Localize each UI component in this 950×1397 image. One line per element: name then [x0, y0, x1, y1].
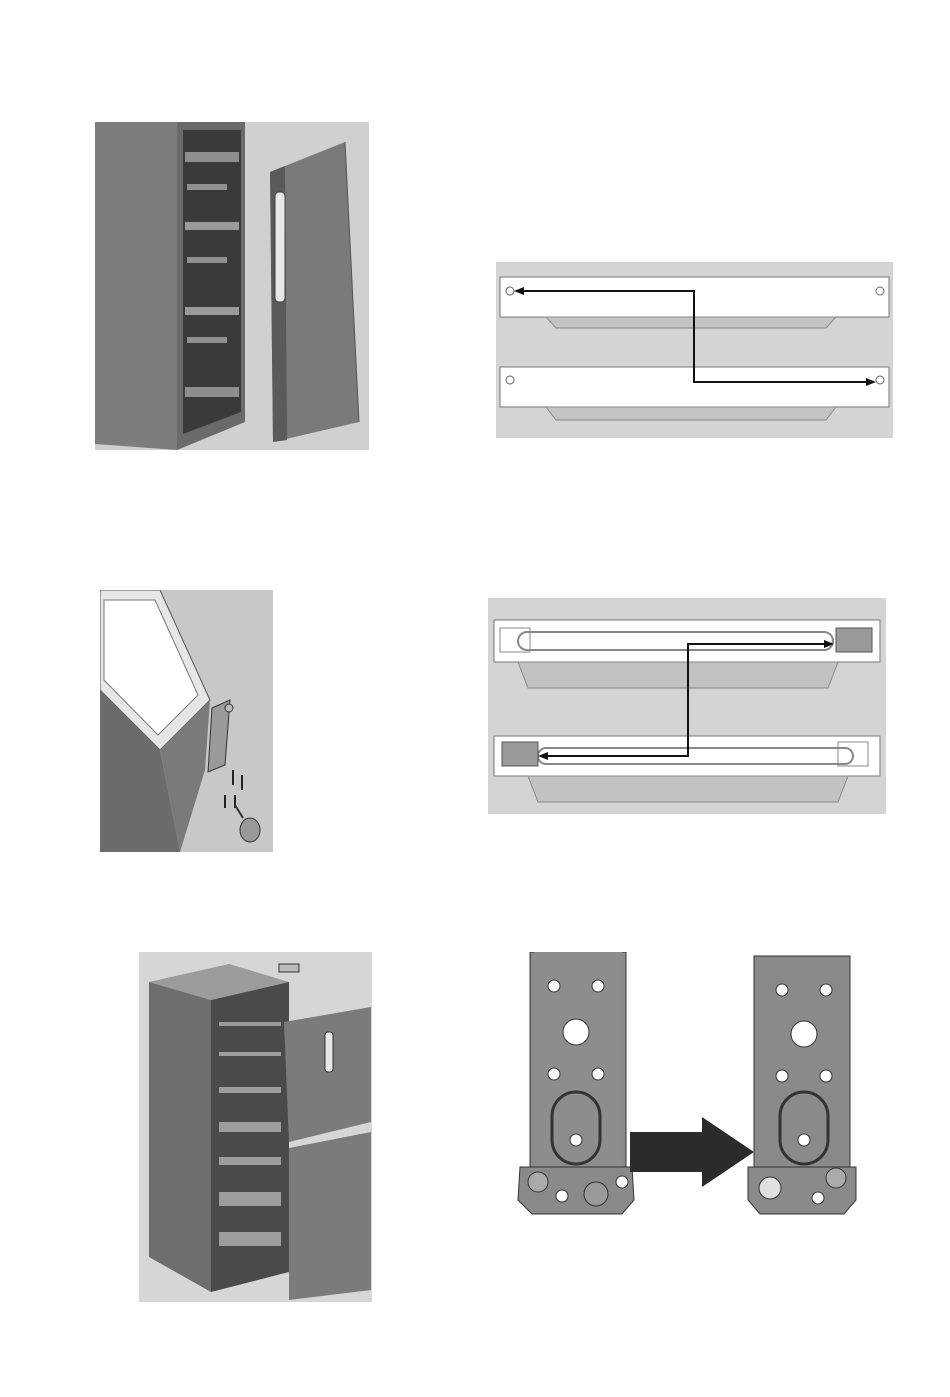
door-removed-icon	[95, 122, 369, 450]
arrow-right-icon	[630, 1117, 754, 1187]
hinge-after	[748, 956, 856, 1214]
figure-bottom-hinge-swap	[512, 952, 857, 1220]
bottom-hinge-icon	[512, 952, 857, 1220]
figure-hinge-removal	[100, 590, 273, 852]
stopper-swap-icon	[488, 598, 886, 814]
top-cover-swap-icon	[496, 262, 893, 438]
hinge-screws-icon	[100, 590, 273, 852]
figure-door-removal	[95, 122, 369, 450]
hinge-before	[518, 952, 634, 1214]
figure-top-cover-swap	[496, 262, 893, 438]
figure-stopper-swap	[488, 598, 886, 814]
figure-fridge-doors-open	[139, 952, 372, 1302]
fridge-open-icon	[139, 952, 372, 1302]
